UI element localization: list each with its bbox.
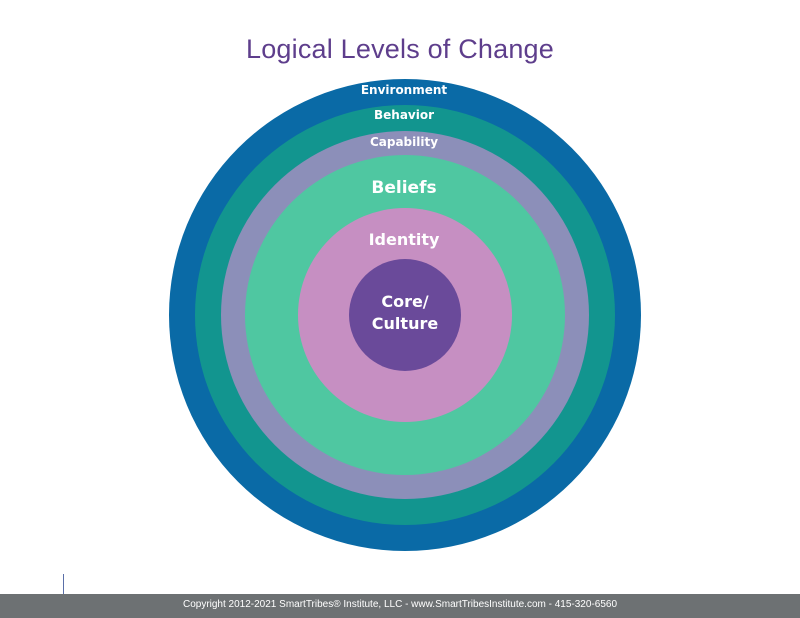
- label-capability: Capability: [370, 135, 438, 149]
- slide-divider-tick: [63, 574, 64, 594]
- footer-bar: [0, 594, 800, 618]
- label-behavior: Behavior: [374, 108, 434, 122]
- core-culture-circle: [349, 259, 461, 371]
- label-environment: Environment: [361, 83, 448, 97]
- label-beliefs: Beliefs: [371, 178, 436, 198]
- diagram-title: Logical Levels of Change: [245, 34, 554, 64]
- footer-copyright: Copyright 2012-2021 SmartTribes® Institu…: [182, 599, 618, 610]
- label-core: Core/: [381, 292, 428, 311]
- label-culture: Culture: [372, 314, 439, 333]
- label-identity: Identity: [369, 230, 440, 249]
